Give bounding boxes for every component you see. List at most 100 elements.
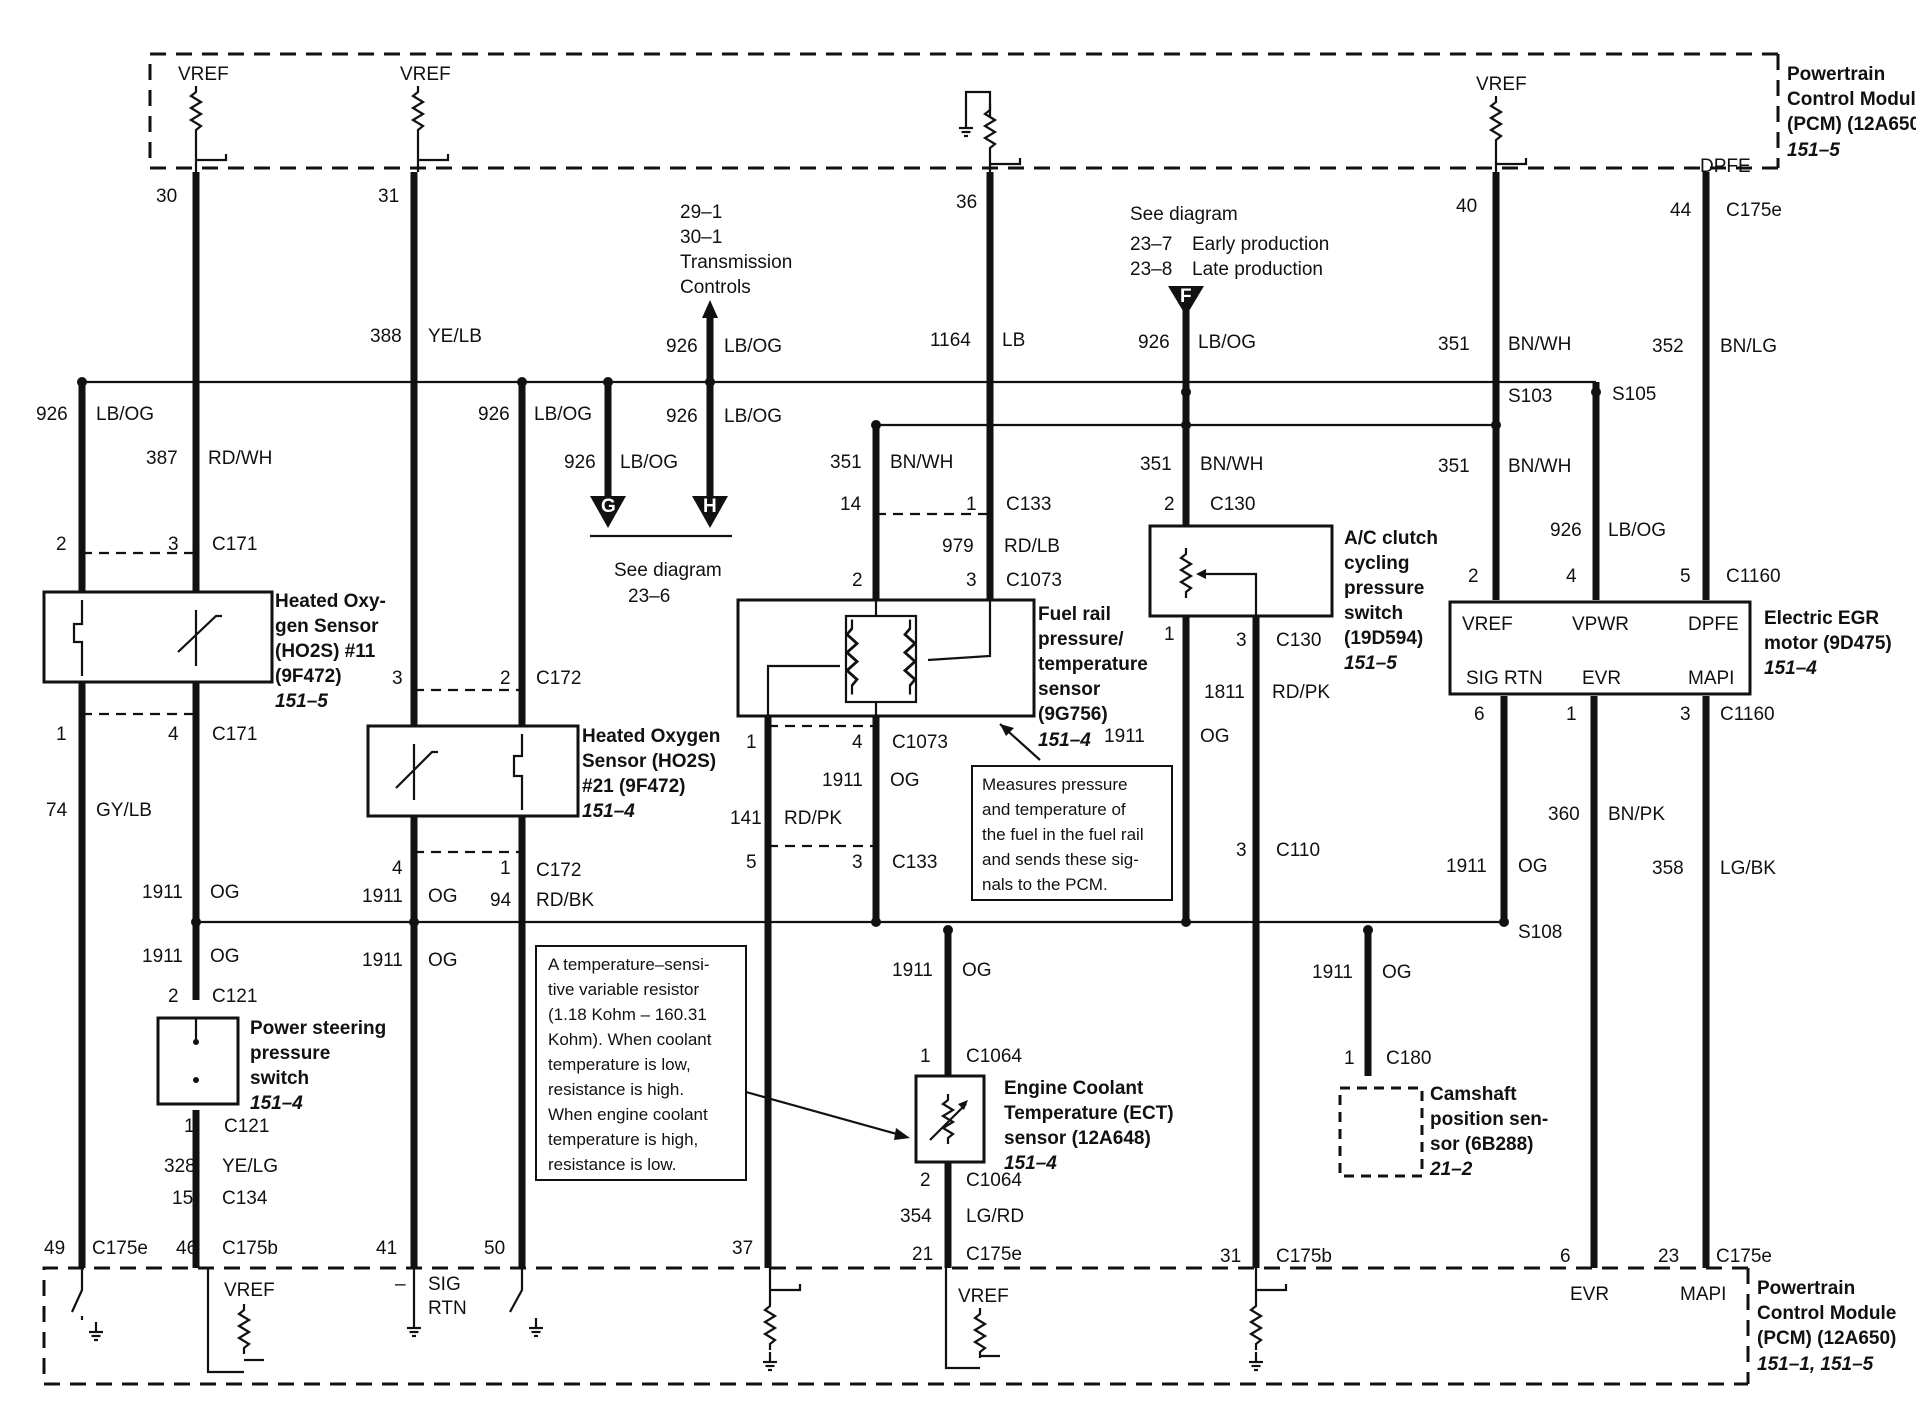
wire-351a-color: BN/WH [1508,334,1571,355]
frp-label-3: temperature [1038,654,1148,675]
egr-label-1: Electric EGR [1764,608,1879,629]
conn-c171-top: C171 [212,534,257,555]
frp-note-4: and sends these sig- [982,850,1139,869]
trans-ref-2: 30–1 [680,227,722,248]
pin-c133-14: 14 [840,494,862,515]
connector-marks [82,512,990,854]
wire-358-num: 358 [1652,858,1684,879]
wire-926d-color: LB/OG [724,336,782,357]
ho2s21-label-4: 151–4 [582,801,635,822]
pin-c171-2: 2 [56,534,67,555]
pin-c130-2: 2 [1164,494,1175,515]
conn-c180: C180 [1386,1048,1431,1069]
wire-74-color: GY/LB [96,800,152,821]
ho2s11-label-1: Heated Oxy- [275,591,386,612]
wire-351d-num: 351 [1438,456,1470,477]
frp-label-5: (9G756) [1038,704,1108,725]
splice-s103: S103 [1508,386,1552,407]
ect-label-1: Engine Coolant [1004,1078,1144,1099]
wire-360-num: 360 [1548,804,1580,825]
conn-c175b-46: C175b [222,1238,278,1259]
wire-1911g-color: OG [1200,726,1230,747]
pcm-top-label-1: Powertrain [1787,64,1885,85]
vref-label-4: VREF [224,1280,275,1301]
frp-label-6: 151–4 [1038,730,1091,751]
ps-label-4: 151–4 [250,1093,303,1114]
pin-c121-1: 1 [184,1116,195,1137]
egr-sigrtn: SIG RTN [1466,668,1543,689]
wire-1911a-color: OG [210,882,240,903]
f-ref-1: See diagram [1130,204,1238,225]
pin-c1073-3: 3 [966,570,977,591]
ect-label-3: sensor (12A648) [1004,1128,1151,1149]
egr-label-3: 151–4 [1764,658,1817,679]
pin-labels: 30 31 36 40 44 C175e 2 3 C171 1 4 C171 3… [44,186,1782,1267]
ect-note-9: resistance is low. [548,1155,677,1174]
acc-label-6: 151–5 [1344,653,1397,674]
ect-sensor: Engine Coolant Temperature (ECT) sensor … [914,1074,1174,1174]
wire-351b-num: 351 [830,452,862,473]
frp-label-4: sensor [1038,679,1101,700]
wire-354-num: 354 [900,1206,932,1227]
pin-23: 23 [1658,1246,1679,1267]
wire-1911a-num: 1911 [142,882,183,903]
arrow-f-label: F [1180,286,1192,307]
wire-1811-color: RD/PK [1272,682,1330,703]
egr-vpwr: VPWR [1572,614,1629,635]
wire-328-color: YE/LG [222,1156,278,1177]
pin-41: 41 [376,1238,397,1259]
pcm-bottom-minus: – [395,1274,406,1295]
frp-note-2: and temperature of [982,800,1126,819]
ac-clutch-switch: A/C clutch cycling pressure switch (19D5… [1148,524,1438,674]
wire-351c-color: BN/WH [1200,454,1263,475]
frp-label-2: pressure/ [1038,629,1124,650]
fuel-rail-sensor: Fuel rail pressure/ temperature sensor (… [736,598,1148,751]
ho2s11-label-4: (9F472) [275,666,342,687]
wire-926f-color: LB/OG [1198,332,1256,353]
pin-c172-2: 2 [500,668,511,689]
f-ref-2: 23–7 [1130,234,1172,255]
pcm-bottom-label-1: Powertrain [1757,1278,1855,1299]
pin-c172-4: 4 [392,858,403,879]
conn-c172-bottom: C172 [536,860,581,881]
ps-label-3: switch [250,1068,309,1089]
splice-dots [77,377,1601,935]
arrow-h-label: H [703,496,717,517]
conn-c175e-top: C175e [1726,200,1782,221]
pin-c172-3: 3 [392,668,403,689]
wire-926e-color: LB/OG [724,406,782,427]
splice-s105: S105 [1612,384,1656,405]
f-ref-3: 23–8 [1130,259,1172,280]
conn-c172-top: C172 [536,668,581,689]
frp-note-5: nals to the PCM. [982,875,1108,894]
pin-c1160-2: 2 [1468,566,1479,587]
wire-1911g-num: 1911 [1104,726,1145,747]
wire-351b-color: BN/WH [890,452,953,473]
wire-141-color: RD/PK [784,808,842,829]
pcm-bottom-label-4: 151–1, 151–5 [1757,1354,1874,1375]
wire-979-num: 979 [942,536,974,557]
pcm-top-module: Powertrain Control Module (PCM) (12A650)… [148,52,1916,177]
power-steering-switch: Power steering pressure switch 151–4 [156,1016,386,1114]
wire-352-num: 352 [1652,336,1684,357]
wire-1911b-color: OG [428,886,458,907]
ect-note-3: (1.18 Kohm – 160.31 [548,1005,707,1024]
ect-note-8: temperature is high, [548,1130,698,1149]
acc-label-4: switch [1344,603,1403,624]
wire-1911f-num: 1911 [892,960,933,981]
conn-c133-top: C133 [1006,494,1051,515]
fuel-rail-note: Measures pressure and temperature of the… [971,723,1173,901]
conn-c133-bottom: C133 [892,852,937,873]
pin-c1073-2: 2 [852,570,863,591]
pin-40: 40 [1456,196,1477,217]
pcm-bottom-module: Powertrain Control Module (PCM) (12A650)… [42,1266,1896,1386]
wire-926b-color: LB/OG [534,404,592,425]
pcm-bottom-label-2: Control Module [1757,1303,1896,1324]
wire-1911e-color: OG [890,770,920,791]
ho2s-11-sensor: Heated Oxy- gen Sensor (HO2S) #11 (9F472… [42,590,386,712]
conn-c130-top: C130 [1210,494,1255,515]
wire-94-color: RD/BK [536,890,594,911]
pcm-top-label-4: 151–5 [1787,140,1840,161]
pin-c171-4: 4 [168,724,179,745]
wire-354-color: LG/RD [966,1206,1024,1227]
